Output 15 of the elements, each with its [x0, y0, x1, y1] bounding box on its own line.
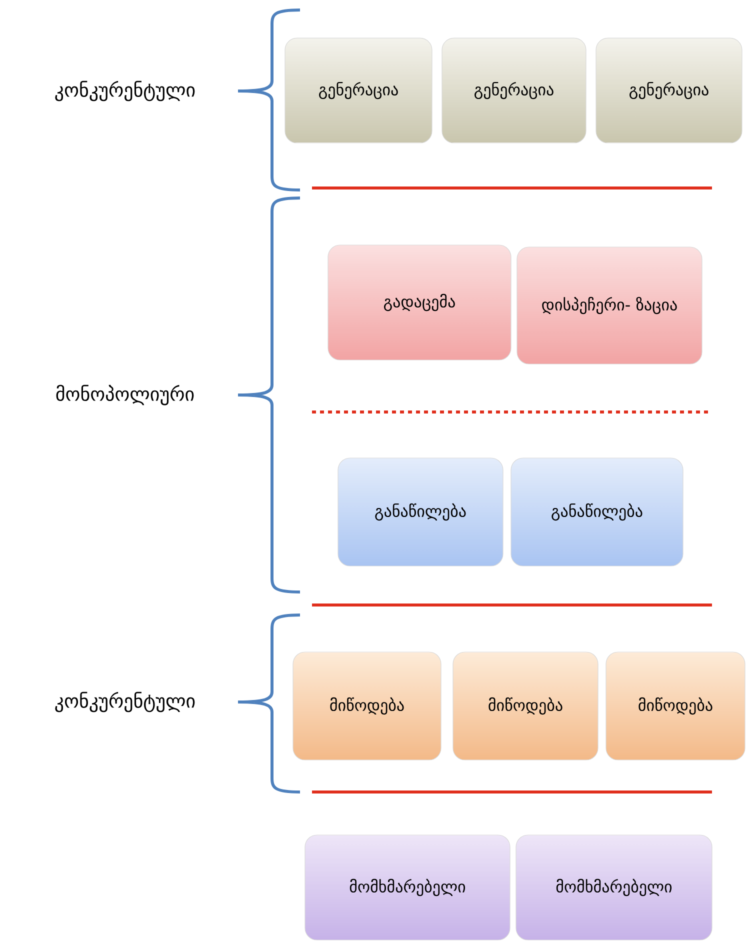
- process-box: მიწოდება: [452, 652, 598, 760]
- process-box: მომხმარებელი: [516, 834, 712, 940]
- side-label: მონოპოლიური: [56, 384, 194, 406]
- side-label: კონკურენტული: [55, 692, 195, 712]
- process-box: გადაცემა: [328, 244, 512, 360]
- side-label: კონკურენტული: [55, 80, 195, 102]
- process-box: გენერაცია: [442, 38, 586, 144]
- process-box: დისპეჩერი- ზაცია: [516, 246, 702, 364]
- process-box: მიწოდება: [292, 652, 442, 760]
- process-box: განაწილება: [338, 458, 504, 566]
- process-box: განაწილება: [510, 458, 684, 566]
- process-box: გენერაცია: [284, 38, 432, 144]
- process-box: მიწოდება: [606, 652, 746, 760]
- process-box: გენერაცია: [596, 38, 742, 144]
- process-box: მომხმარებელი: [304, 834, 510, 940]
